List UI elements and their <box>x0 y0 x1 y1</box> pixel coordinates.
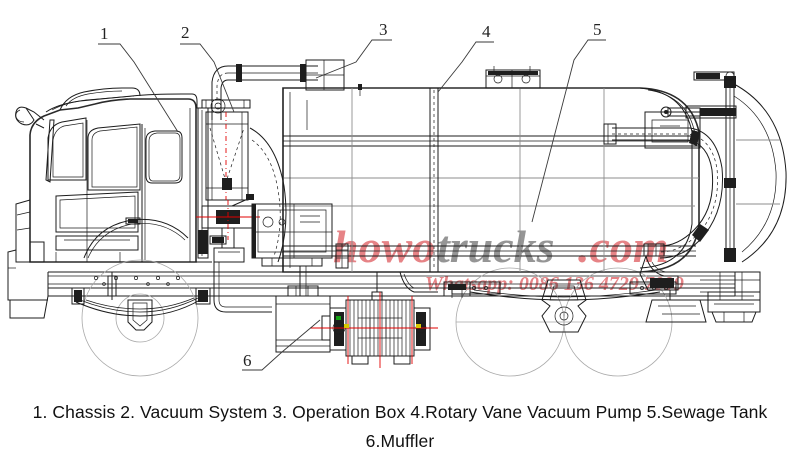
callout-1: 1 <box>98 24 179 133</box>
auxiliary-tank <box>275 285 331 353</box>
front-wheel <box>81 259 199 377</box>
caption-line-2: 6.Muffler <box>365 431 435 451</box>
callout-3: 3 <box>315 20 392 79</box>
callout-1-label: 1 <box>100 24 109 43</box>
callout-2: 2 <box>180 23 235 113</box>
caption-line-1: 1. Chassis 2. Vacuum System 3. Operation… <box>32 402 768 422</box>
callout-4: 4 <box>437 22 494 93</box>
callout-3-label: 3 <box>379 20 388 39</box>
callout-6: 6 <box>242 319 321 371</box>
truck-cab <box>7 87 212 301</box>
callout-6-label: 6 <box>243 351 252 370</box>
rear-axle-assembly <box>443 267 677 377</box>
callout-group: 1 2 3 4 5 <box>98 20 606 371</box>
operation-box <box>251 203 349 269</box>
rear-door-assembly <box>603 71 787 323</box>
vacuum-system-piping <box>196 59 345 263</box>
technical-diagram: .ln{fill:none;stroke:#1c1c1c;stroke-widt… <box>7 20 787 377</box>
front-axle-assembly <box>71 259 211 377</box>
rear-control-box <box>644 111 701 149</box>
frame-accessories <box>707 291 761 323</box>
muffler <box>310 272 438 368</box>
connection-piping <box>213 262 438 313</box>
figure-caption: 1. Chassis 2. Vacuum System 3. Operation… <box>0 392 800 464</box>
callout-4-label: 4 <box>482 22 491 41</box>
callout-5: 5 <box>531 20 606 223</box>
callout-5-label: 5 <box>593 20 602 39</box>
diagram-svg: .ln{fill:none;stroke:#1c1c1c;stroke-widt… <box>7 20 787 377</box>
callout-2-label: 2 <box>181 23 190 42</box>
tank-top-fitting <box>485 66 541 89</box>
